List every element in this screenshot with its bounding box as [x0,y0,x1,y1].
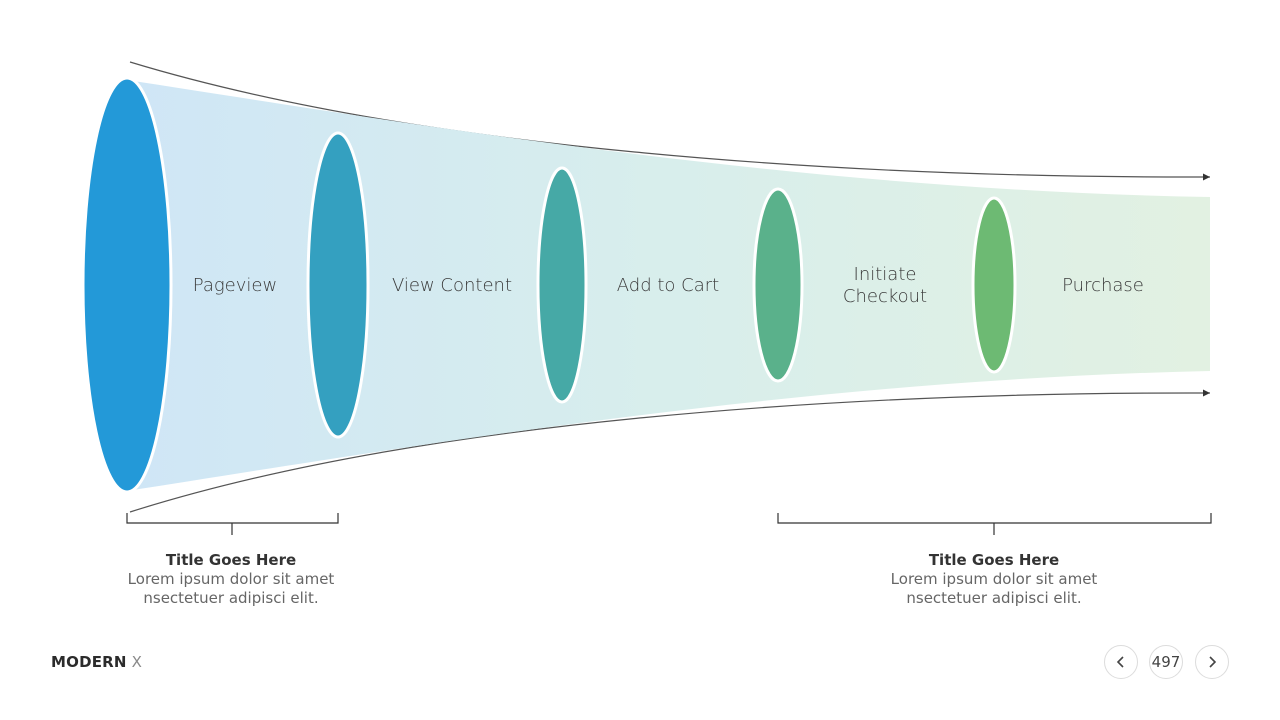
page-number: 497 [1149,645,1183,679]
stage-label: Pageview [193,275,277,296]
stage-ellipse [971,196,1017,374]
brand-bold: MODERN [51,653,127,671]
note-left: Title Goes Here Lorem ipsum dolor sit am… [101,550,361,608]
stage-ellipse [752,187,804,383]
note-right: Title Goes Here Lorem ipsum dolor sit am… [864,550,1124,608]
note-line: nsectetuer adipisci elit. [143,589,319,607]
brand-logo: MODERN X [51,653,142,671]
bottom-flow-arrow [129,389,1211,513]
stage-label: Add to Cart [617,275,719,296]
brand-light: X [131,653,143,671]
note-title: Title Goes Here [928,551,1060,569]
note-line: nsectetuer adipisci elit. [906,589,1082,607]
note-title: Title Goes Here [165,551,297,569]
next-page-button[interactable] [1195,645,1229,679]
stage-ellipse [306,131,370,439]
stage-ellipse [536,166,588,404]
prev-page-button[interactable] [1104,645,1138,679]
top-flow-arrow [129,61,1211,181]
note-line: Lorem ipsum dolor sit amet [127,570,335,588]
note-line: Lorem ipsum dolor sit amet [890,570,1098,588]
funnel-band [127,80,1210,491]
left-brace [126,513,339,535]
stage-ellipse [81,76,173,494]
stage-label: Purchase [1062,275,1144,296]
chevron-right-icon [1209,656,1217,668]
chevron-left-icon [1116,656,1124,668]
stage-label: View Content [392,275,512,296]
right-brace [777,513,1212,535]
